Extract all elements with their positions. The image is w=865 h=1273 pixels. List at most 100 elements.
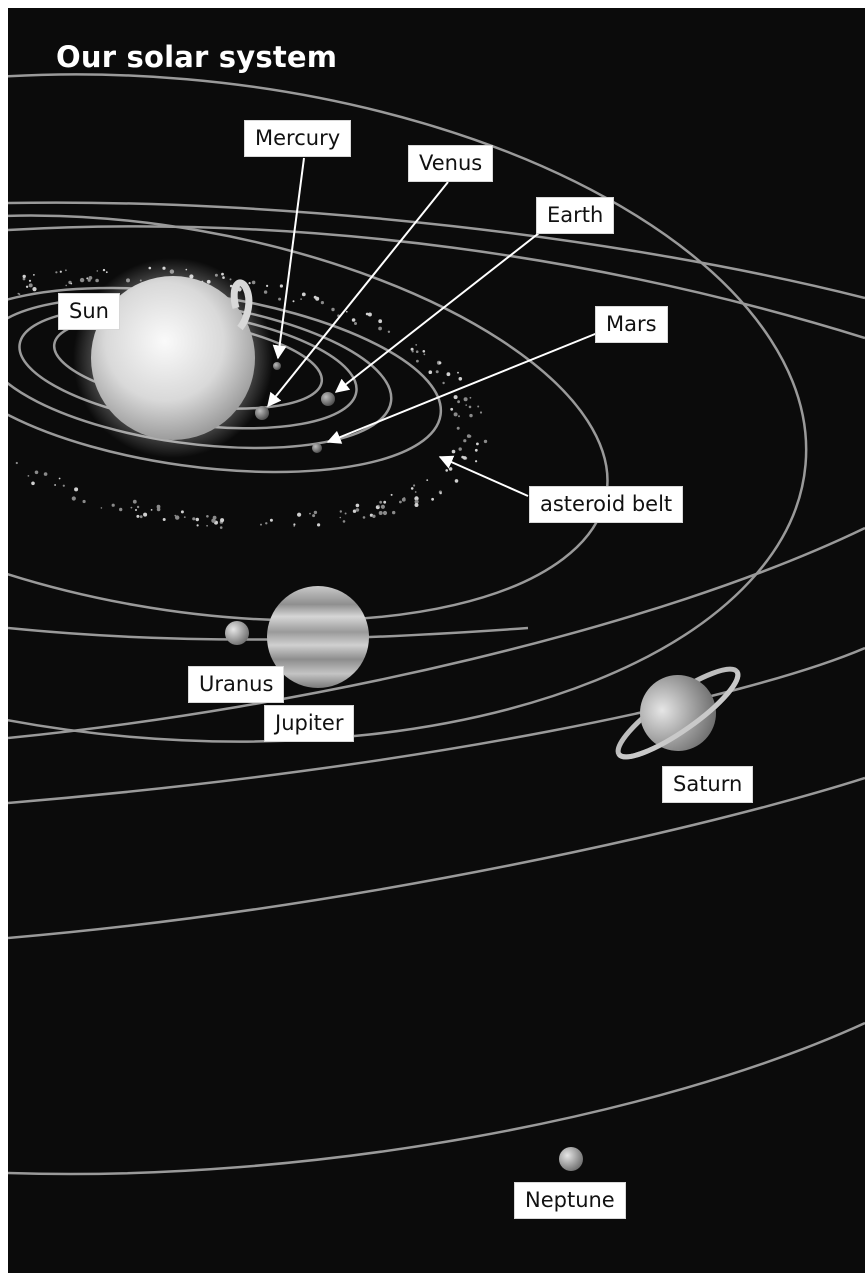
asteroid-dot [22,277,26,281]
asteroid-belt [15,266,488,529]
asteroid-dot [448,467,453,471]
asteroid-dot [320,301,324,305]
asteroid-dot [251,280,256,285]
asteroid-dot [82,499,86,504]
asteroid-dot [71,496,76,501]
outer-orbit-top-2 [8,225,865,340]
asteroid-dot [476,442,479,446]
asteroid-dot [28,283,33,288]
mars-label: Mars [595,306,668,343]
asteroid-dot [379,500,383,504]
asteroid-dot [410,487,414,490]
asteroid-dot [132,499,137,504]
asteroid-dot [474,448,478,452]
asteroid-dot [156,504,161,509]
asteroid-dot [162,518,166,521]
asteroid-dot [451,449,456,454]
asteroid-dot [354,322,357,325]
asteroid-dot [183,516,186,518]
asteroid-dot [219,526,223,529]
asteroid-dot [362,516,366,519]
asteroid-dot [266,284,269,287]
asteroid-dot [369,513,373,517]
asteroid-dot [483,439,488,444]
asteroid-dot [263,290,268,294]
outer-orbit-far-1 [8,776,865,940]
page-title: Our solar system [56,40,338,74]
earth-planet [321,392,335,406]
asteroid-dot [136,514,140,518]
asteroid-dot [86,277,89,280]
asteroid-dot [426,479,429,481]
asteroid-dot [355,508,360,512]
asteroid-dot [450,407,454,411]
saturn-ring-front [616,670,741,760]
asteroid-dot [33,274,35,276]
asteroid-dot [130,506,133,509]
asteroid-dot [135,509,137,511]
asteroid-dot [65,269,67,272]
asteroid-dot [196,524,199,527]
asteroid-dot [372,514,376,518]
jupiter-label: Jupiter [264,705,355,742]
asteroid-dot [469,396,472,399]
asteroid-dot [339,516,342,519]
asteroid-dot [453,412,458,417]
asteroid-dot [143,512,148,517]
asteroid-dot [65,284,67,287]
asteroid-dot [17,292,20,295]
asteroid-dot [475,460,478,463]
asteroid-dot [88,276,93,280]
asteroid-dot [414,499,419,504]
venus-arrow [267,181,449,408]
asteroid-belt-label: asteroid belt [529,486,684,523]
asteroid-dot [410,347,414,351]
asteroid-dot [32,287,37,292]
mars-planet [312,443,322,453]
asteroid-dot [465,404,468,406]
venus-planet [255,406,269,420]
asteroid-dot [431,497,434,501]
asteroid-dot [399,500,402,504]
asteroid-dot [457,371,459,374]
asteroid-dot [96,270,99,272]
asteroid-dot [136,505,140,509]
asteroid-dot [414,496,419,501]
outer-orbits [8,73,865,1176]
uranus-orbit [8,526,865,740]
asteroid-dot [416,359,419,363]
asteroid-dot [313,510,318,515]
uranus-planet [225,621,249,645]
neptune-planet [559,1147,583,1171]
asteroid-dot [180,510,184,514]
outer-orbit-far-2 [8,646,865,805]
asteroid-dot [365,312,369,316]
asteroid-dot [463,439,467,443]
asteroid-dot [355,503,360,508]
asteroid-dot [468,405,472,409]
asteroid-dot [62,484,65,487]
mercury-arrow [272,157,305,360]
asteroid-dot [95,278,99,283]
asteroid-dot [74,487,79,492]
jupiter-planet [267,586,369,688]
earth-arrow [334,225,549,393]
asteroid-dot [392,510,396,515]
asteroid-dot [22,274,26,279]
asteroid-dot [454,479,459,483]
asteroid-dot [380,504,385,509]
asteroid-dot [206,524,209,527]
asteroid-dot [300,298,302,300]
asteroid-dot [79,277,85,283]
asteroid-dot [422,350,426,353]
asteroid-dot [192,517,196,521]
asteroid-dot [27,475,30,477]
asteroid-dot [279,284,283,288]
asteroid-dot [34,470,39,475]
asteroid-dot [139,515,143,519]
asteroid-dot [331,307,335,312]
asteroid-dot [378,326,382,331]
asteroid-dot [278,297,282,301]
asteroid-dot [206,515,209,518]
asteroid-dot [54,484,56,486]
